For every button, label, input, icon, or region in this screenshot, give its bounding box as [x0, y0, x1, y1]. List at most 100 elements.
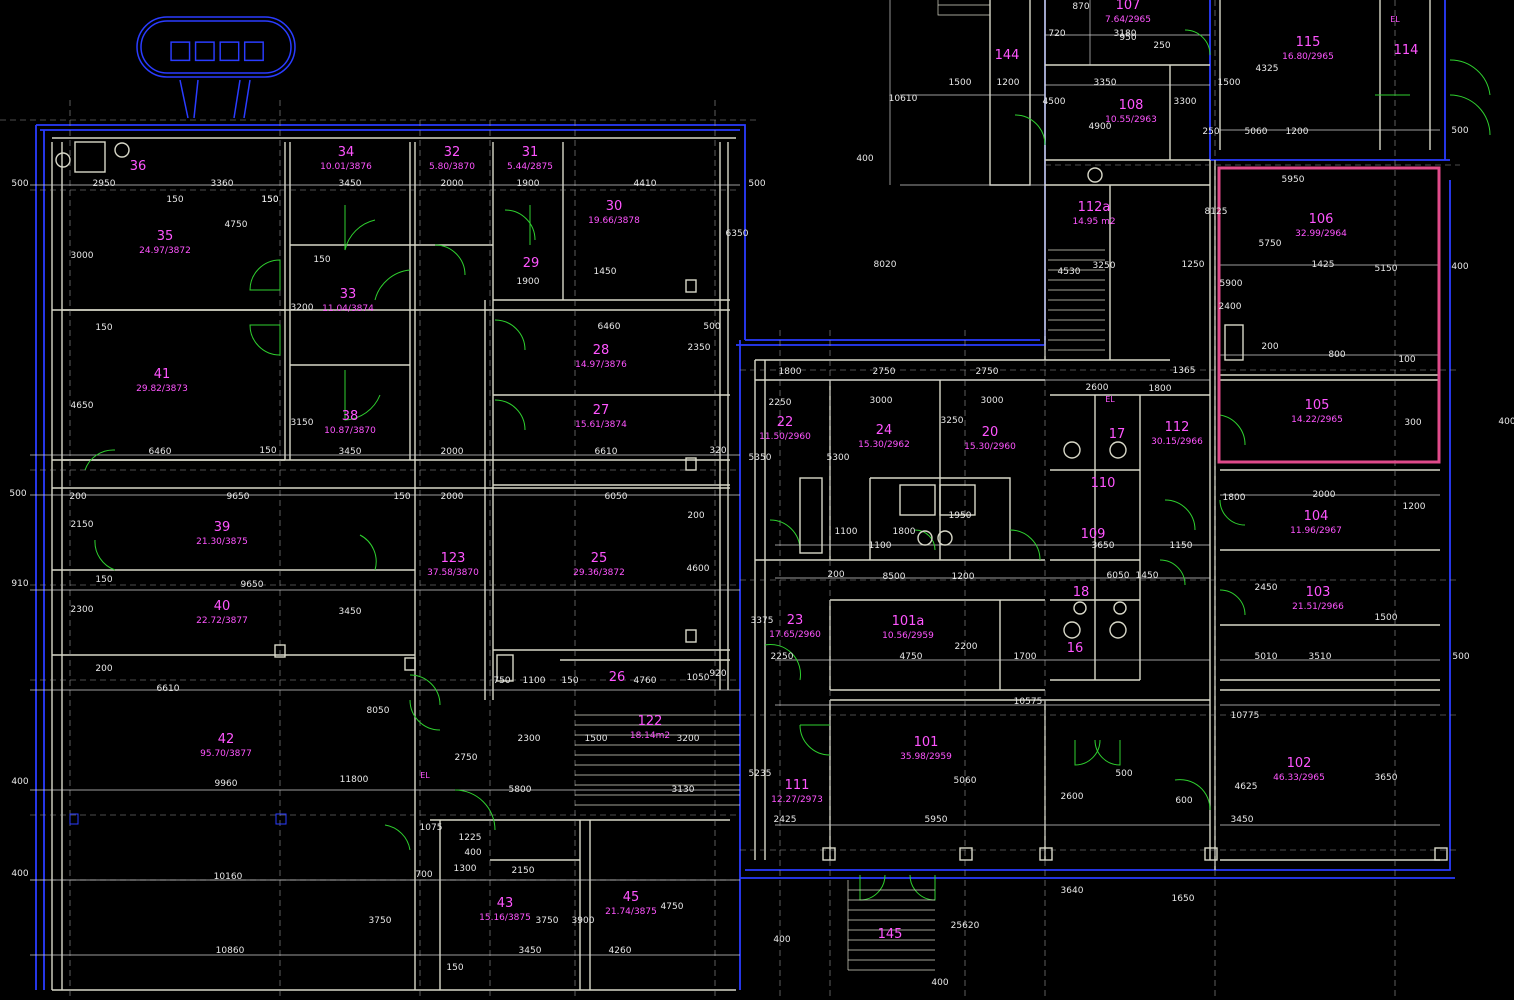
- dimension-label: 800: [1328, 350, 1345, 360]
- dimension-label: 4750: [661, 902, 684, 912]
- room-number: 17: [1109, 427, 1126, 442]
- dimension-label: 10575: [1014, 697, 1043, 707]
- dimension-label: 1450: [1136, 571, 1159, 581]
- room-area: 22.72/3877: [196, 616, 248, 626]
- dimension-label: 8020: [874, 260, 897, 270]
- dimension-label: 2250: [771, 652, 794, 662]
- dimension-label: 1650: [1172, 894, 1195, 904]
- dimension-label: 3650: [1092, 541, 1115, 551]
- dimension-label: 1075: [420, 823, 443, 833]
- room-number: 104: [1304, 509, 1329, 524]
- dimension-label: 1500: [585, 734, 608, 744]
- room-area: 17.65/2960: [769, 630, 821, 640]
- dimension-label: 400: [464, 848, 481, 858]
- dimension-label: 1225: [459, 833, 482, 843]
- dimension-label: 3180: [1114, 29, 1137, 39]
- dimension-label: 5900: [1220, 279, 1243, 289]
- room-number: 35: [157, 229, 174, 244]
- dimension-label: 4260: [609, 946, 632, 956]
- dimension-label: 8500: [883, 572, 906, 582]
- dimension-label: 5235: [749, 769, 772, 779]
- room-area: 21.51/2966: [1292, 602, 1344, 612]
- room-number: 112: [1165, 420, 1190, 435]
- room-number: 32: [444, 145, 461, 160]
- room-number: 38: [342, 409, 359, 424]
- dimension-label: 1800: [1223, 493, 1246, 503]
- room-number: 31: [522, 145, 539, 160]
- room-number: 24: [876, 423, 893, 438]
- dimension-label: 6350: [726, 229, 749, 239]
- dimension-label: 4750: [225, 220, 248, 230]
- room-number: 122: [638, 714, 663, 729]
- room-area: 15.16/3875: [479, 913, 531, 923]
- dimension-label: 1500: [1218, 78, 1241, 88]
- dimension-label: 8125: [1205, 207, 1228, 217]
- dimension-label: 3130: [672, 785, 695, 795]
- room-number: 25: [591, 551, 608, 566]
- highlighted-area[interactable]: [1217, 166, 1441, 464]
- dimension-label: 400: [773, 935, 790, 945]
- dimension-label: 1200: [1403, 502, 1426, 512]
- dimension-label: 150: [393, 492, 410, 502]
- dimension-label: 3250: [1093, 261, 1116, 271]
- dimension-label: 3350: [1094, 78, 1117, 88]
- dimension-label: 500: [748, 179, 765, 189]
- dimension-label: 700: [415, 870, 432, 880]
- grid-lines: [0, 0, 1460, 1000]
- room-number: 145: [878, 927, 903, 942]
- dimension-label: 5350: [749, 453, 772, 463]
- dimension-label: 10860: [216, 946, 245, 956]
- dimension-label: 1800: [893, 527, 916, 537]
- room-number: 101: [914, 735, 939, 750]
- dimension-label: 2250: [769, 398, 792, 408]
- dimension-label: 1100: [523, 676, 546, 686]
- room-number: 26: [609, 670, 626, 685]
- room-area: 10.87/3870: [324, 426, 376, 436]
- dimension-label: 3450: [1231, 815, 1254, 825]
- room-area: 15.30/2962: [858, 440, 910, 450]
- room-number: 107: [1116, 0, 1141, 13]
- dimension-label: 5750: [1259, 239, 1282, 249]
- dimension-label: 400: [11, 777, 28, 787]
- room-number: 30: [606, 199, 623, 214]
- dimension-label: 920: [709, 669, 726, 679]
- dimension-label: 2425: [774, 815, 797, 825]
- room-number: 16: [1067, 641, 1084, 656]
- dimension-label: 2200: [955, 642, 978, 652]
- dimension-label: 4500: [1043, 97, 1066, 107]
- room-number: 34: [338, 145, 355, 160]
- room-area: 10.56/2959: [882, 631, 934, 641]
- dimension-label: 100: [1398, 355, 1415, 365]
- room-number: 105: [1305, 398, 1330, 413]
- dimension-label: 3150: [291, 418, 314, 428]
- stairs: [575, 0, 1105, 971]
- dimension-label: 5060: [1245, 127, 1268, 137]
- dimension-label: 1300: [454, 864, 477, 874]
- dimension-label: 1450: [594, 267, 617, 277]
- dimension-label: 3000: [71, 251, 94, 261]
- room-area: 19.66/3878: [588, 216, 640, 226]
- dimension-label: 2300: [71, 605, 94, 615]
- dimension-label: 2750: [873, 367, 896, 377]
- room-area: 10.55/2963: [1105, 115, 1157, 125]
- dimension-label: 400: [856, 154, 873, 164]
- dimension-label: 200: [95, 664, 112, 674]
- dimension-label: 5950: [1282, 175, 1305, 185]
- dimension-label: 400: [1451, 262, 1468, 272]
- dimension-label: 200: [1261, 342, 1278, 352]
- dimension-label: 3640: [1061, 886, 1084, 896]
- room-number: 33: [340, 287, 357, 302]
- room-number: 144: [995, 48, 1020, 63]
- dimension-label: 4760: [634, 676, 657, 686]
- dimension-label: 950: [1119, 33, 1136, 43]
- dimension-label: 2750: [976, 367, 999, 377]
- outer-walls: [35, 0, 1455, 990]
- room-number: 102: [1287, 756, 1312, 771]
- dimension-label: 5010: [1255, 652, 1278, 662]
- dimension-label: 4750: [900, 652, 923, 662]
- room-number: 29: [523, 256, 540, 271]
- room-area: 29.82/3873: [136, 384, 188, 394]
- dimension-label: 870: [1072, 2, 1089, 12]
- dimension-label: 1900: [517, 179, 540, 189]
